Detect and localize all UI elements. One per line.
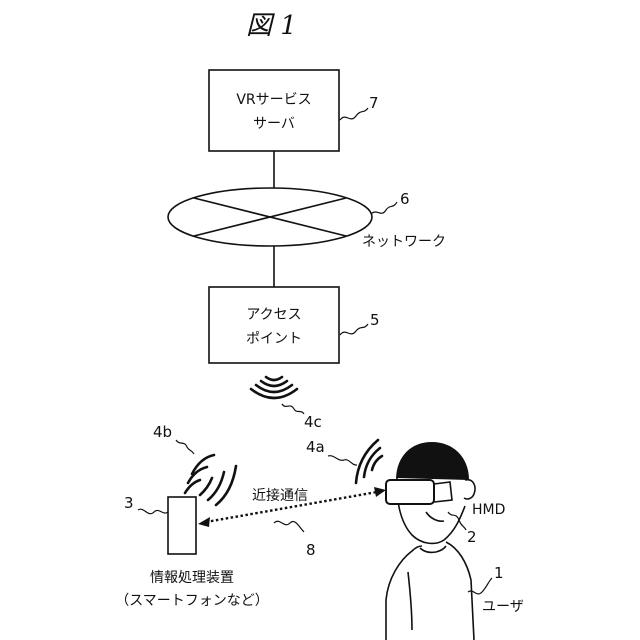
access-point-label-line2: ポイント bbox=[246, 331, 302, 347]
near-field-ref: 8 bbox=[306, 541, 316, 559]
device-leader bbox=[138, 509, 168, 514]
device-ref: 3 bbox=[124, 494, 134, 512]
network-ref: 6 bbox=[400, 190, 410, 208]
access-point-signal-icon bbox=[251, 377, 297, 398]
figure-title: 図 1 bbox=[246, 11, 297, 41]
near-field-label: 近接通信 bbox=[252, 487, 308, 504]
vr-server-label-line1: VRサービス bbox=[236, 92, 311, 108]
access-point-ref: 5 bbox=[370, 311, 380, 329]
device-signal-icon bbox=[185, 455, 214, 493]
network-label: ネットワーク bbox=[362, 234, 446, 250]
vr-server-ref: 7 bbox=[369, 94, 379, 112]
access-point-signal-leader bbox=[282, 404, 304, 414]
hmd-signal-leader bbox=[328, 456, 357, 465]
device-signal-ref: 4b bbox=[153, 423, 172, 441]
hmd-label: HMD bbox=[472, 502, 505, 518]
smartphone-device bbox=[168, 497, 196, 554]
hmd-signal-ref: 4a bbox=[306, 438, 325, 456]
user-figure bbox=[386, 442, 475, 640]
vr-server-leader bbox=[340, 108, 368, 120]
hmd-headband bbox=[396, 442, 469, 480]
hmd-signal-icon bbox=[356, 440, 382, 483]
device-label-line1: 情報処理装置 bbox=[150, 570, 234, 586]
user-ref: 1 bbox=[494, 564, 504, 582]
access-point-leader bbox=[340, 324, 368, 335]
device-signal-leader bbox=[176, 440, 194, 454]
hmd-visor bbox=[386, 480, 434, 504]
near-field-leader bbox=[274, 521, 304, 532]
near-field-arrowhead-left bbox=[198, 517, 210, 527]
hmd-leader bbox=[448, 512, 466, 530]
near-field-arrowhead-right bbox=[374, 487, 386, 497]
hmd-ref: 2 bbox=[467, 528, 477, 546]
device-label-line2: （スマートフォンなど） bbox=[115, 593, 269, 609]
access-point-label-line1: アクセス bbox=[246, 307, 301, 323]
device-signal-icon-mirror bbox=[200, 466, 236, 505]
user-label: ユーザ bbox=[482, 599, 524, 615]
vr-server-box bbox=[209, 70, 339, 151]
access-point-box bbox=[209, 287, 339, 363]
network-leader bbox=[371, 202, 397, 214]
vr-server-label-line2: サーバ bbox=[253, 116, 295, 132]
access-point-signal-ref: 4c bbox=[304, 413, 322, 431]
